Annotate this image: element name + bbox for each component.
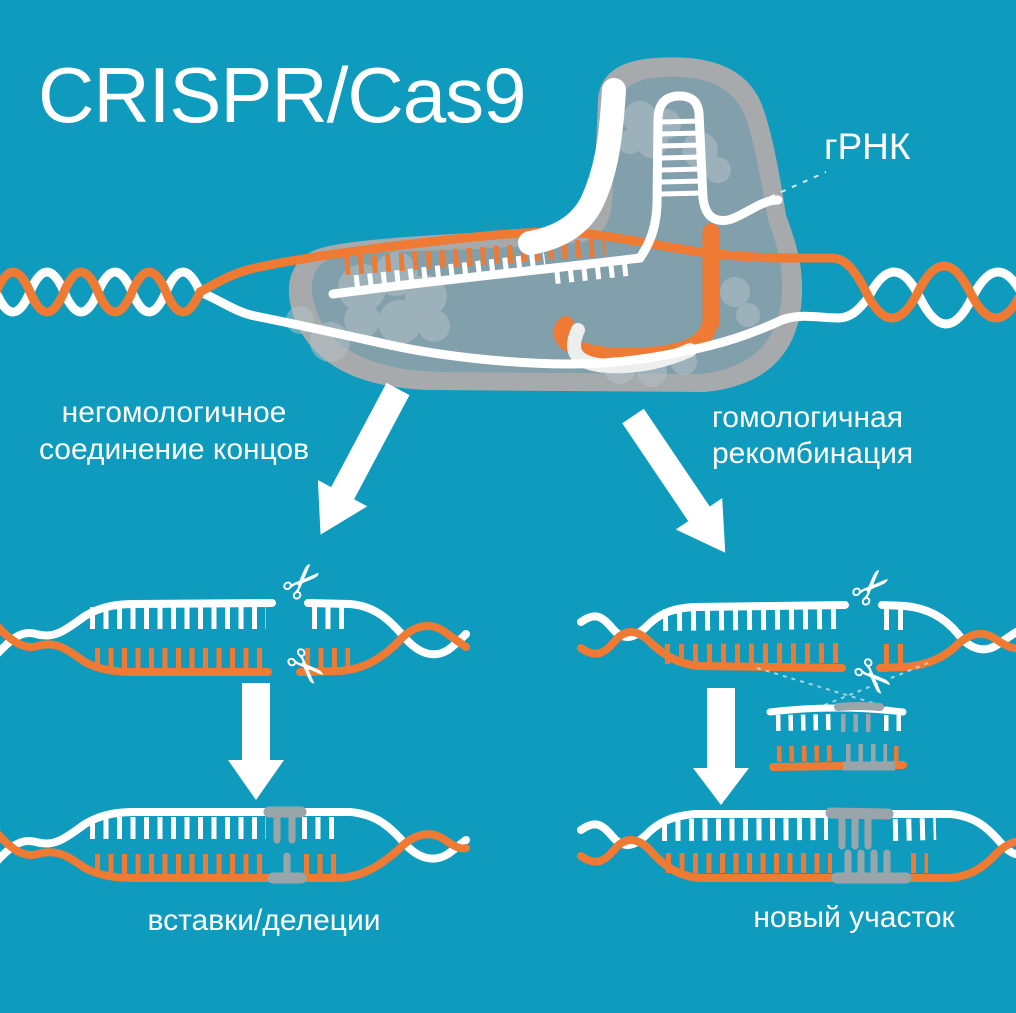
nhej-cut-dna (0, 599, 470, 676)
hr-branch-label: гомологичная рекомбинация (712, 401, 914, 470)
new-segment-result-label: новый участок (753, 901, 955, 934)
guide-rna-strand (328, 253, 645, 299)
page-title: CRISPR/Cas9 (38, 51, 526, 139)
rna-end-arm (518, 78, 626, 255)
arrow-right-branch (622, 408, 726, 553)
scissors-icon: ✂ (838, 554, 906, 622)
hr-result-dna (577, 807, 1016, 884)
hr-cut-dna (577, 601, 1016, 710)
insertion-segment-gray (263, 806, 307, 884)
nhej-result-dna (0, 806, 470, 884)
indels-result-label: вставки/делеции (147, 904, 381, 937)
dna-strand-orange (0, 227, 1016, 323)
guide-rna-hairpin (518, 78, 827, 263)
donor-dna-fragment (766, 702, 907, 771)
arrow-left-branch (317, 382, 410, 535)
grna-pointer-line (769, 171, 827, 198)
arrow-left-down (228, 683, 284, 800)
nhej-branch-label: негомологичное соединение концов (38, 396, 310, 466)
grna-label: гРНК (824, 126, 911, 167)
branch-arrows (228, 382, 749, 805)
scissors-icon: ✂ (838, 644, 906, 712)
recombination-cross-lines (756, 662, 929, 710)
scissors-icon: ✂ (271, 634, 339, 702)
hairpin-rungs (657, 118, 706, 197)
genomic-dna-main (0, 227, 1016, 369)
new-segment-gray (825, 807, 912, 884)
arrow-right-down (693, 688, 749, 805)
